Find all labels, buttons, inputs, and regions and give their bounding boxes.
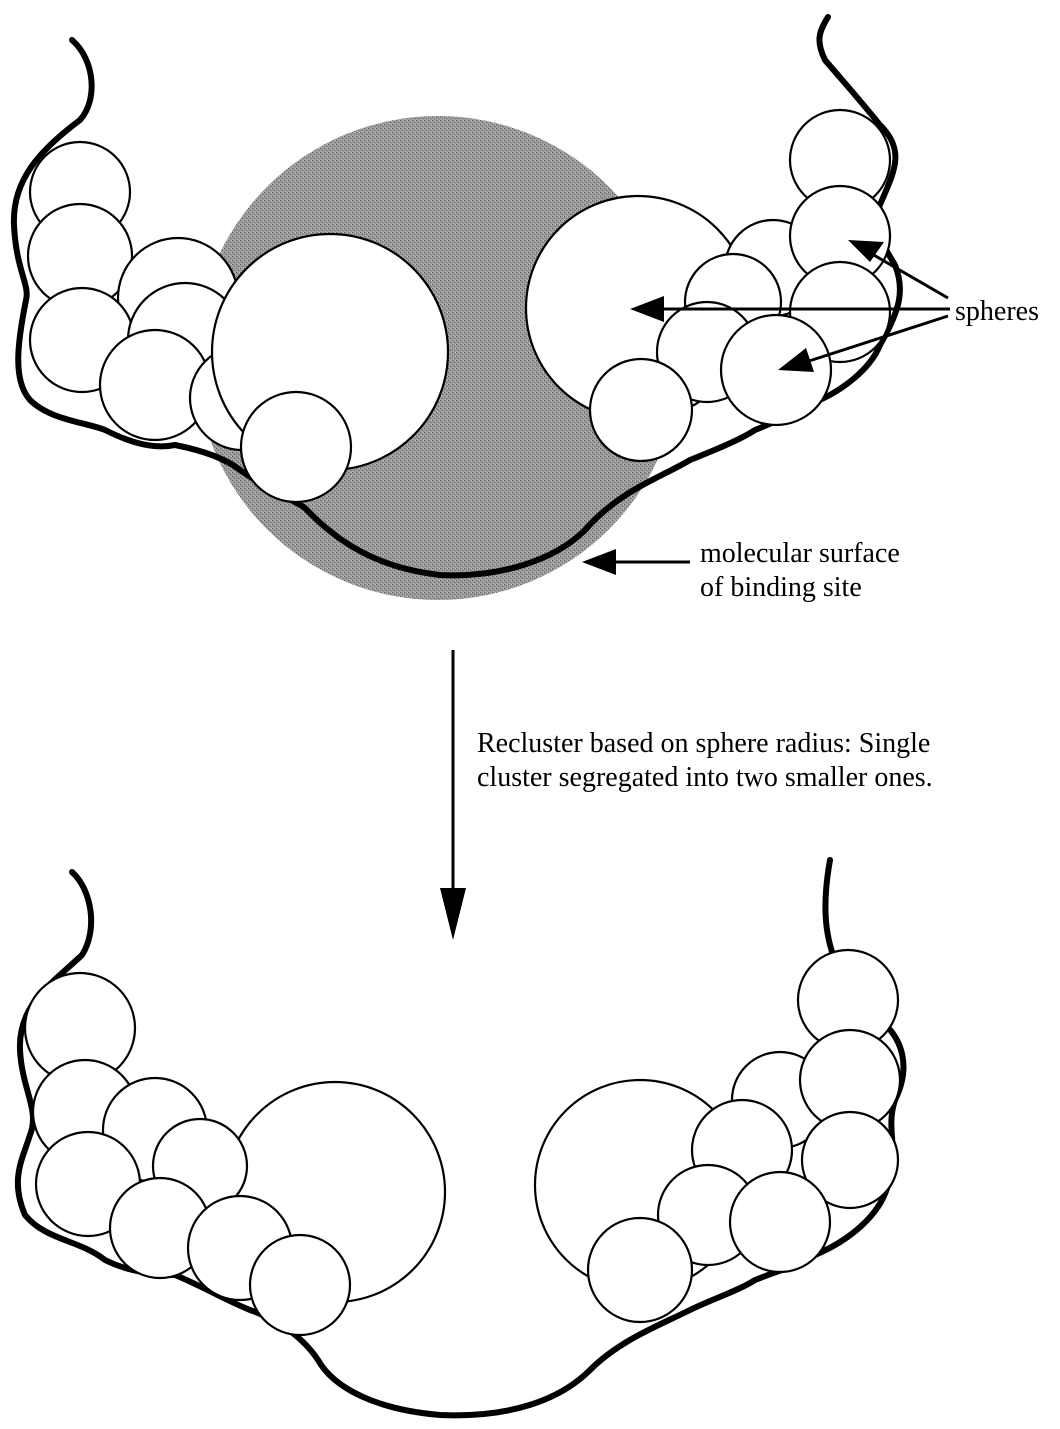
surface-label-line1: molecular surface [700, 538, 900, 569]
sphere [588, 1218, 692, 1322]
bottom-cluster-panel [18, 860, 904, 1415]
arrow-head [582, 549, 616, 575]
left-sphere-group-bottom [25, 973, 445, 1335]
sphere [590, 359, 692, 461]
sphere [250, 1235, 350, 1335]
recluster-caption-line2: cluster segregated into two smaller ones… [477, 762, 933, 793]
surface-label-line2: of binding site [700, 572, 862, 603]
sphere [241, 392, 351, 502]
recluster-caption-line1: Recluster based on sphere radius: Single [477, 728, 930, 759]
spheres-label: spheres [955, 296, 1039, 327]
top-cluster-panel: spheres molecular surface of binding sit… [14, 17, 1039, 603]
recluster-transition: Recluster based on sphere radius: Single… [440, 650, 933, 940]
sphere [721, 315, 831, 425]
sphere [730, 1172, 830, 1272]
right-sphere-group-bottom [535, 950, 900, 1322]
surface-annotation: molecular surface of binding site [582, 538, 900, 603]
down-arrow-head [440, 888, 466, 940]
